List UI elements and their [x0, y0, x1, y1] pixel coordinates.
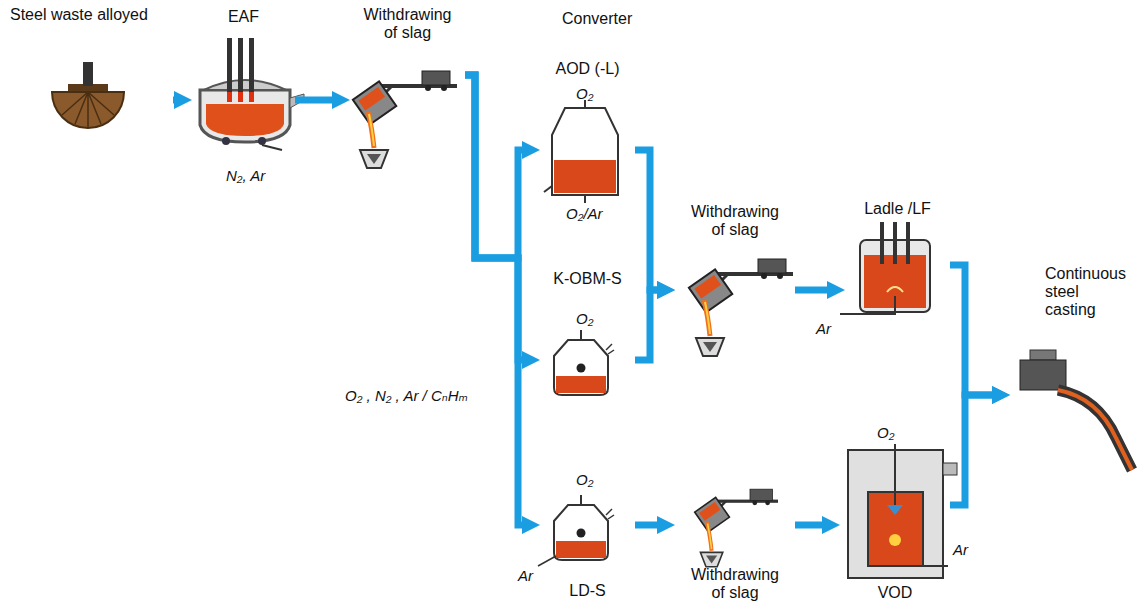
process-station: LD-S — [540, 493, 635, 600]
station-label: Ladle /LF — [864, 200, 931, 218]
station-label: LD-S — [569, 582, 605, 600]
gas-label: O₂/Ar — [566, 206, 603, 223]
process-station: Withdrawing of slag — [675, 203, 795, 348]
process-station: EAF — [192, 8, 295, 153]
process-station: VOD — [840, 445, 950, 602]
process-station: Withdrawing of slag — [675, 478, 795, 602]
station-label: Withdrawing of slag — [685, 566, 785, 602]
flow-arrow — [795, 522, 832, 529]
process-station: Continuous steel casting — [1010, 265, 1139, 475]
gas-label: Ar — [953, 542, 968, 559]
flow-arrow — [295, 97, 342, 104]
station-label: K-OBM-S — [553, 270, 621, 288]
process-station: Withdrawing of slag — [350, 6, 465, 176]
gas-label: O₂ — [576, 86, 593, 103]
gas-label: O₂ — [576, 311, 593, 328]
flow-arrow — [950, 395, 1002, 505]
process-station: Steel waste alloyed — [8, 6, 173, 136]
gas-label: Ar — [518, 568, 533, 585]
flow-arrow — [635, 522, 667, 529]
flow-arrow — [950, 265, 1002, 395]
gas-label: O₂ — [877, 425, 894, 442]
process-station: Ladle /LF — [845, 200, 950, 320]
flow-arrow — [635, 150, 667, 290]
aod-converter — [544, 100, 618, 203]
process-station: AOD (-L) — [540, 60, 635, 205]
scrap-bucket — [52, 62, 124, 128]
station-label: VOD — [878, 584, 913, 602]
flow-arrow — [635, 290, 667, 360]
electric-arc-furnace — [200, 38, 304, 150]
flow-arrow — [465, 75, 532, 525]
station-label: Continuous steel casting — [1045, 265, 1133, 319]
group-heading: Converter — [562, 10, 632, 28]
ladle-furnace — [840, 222, 930, 314]
station-label: EAF — [228, 8, 259, 26]
station-label: AOD (-L) — [556, 60, 620, 78]
process-station: K-OBM-S — [540, 270, 635, 400]
station-label: Withdrawing of slag — [685, 203, 785, 239]
flow-arrow — [795, 287, 837, 294]
gas-label: O₂ , N₂ , Ar / CₙHₘ — [345, 388, 468, 405]
station-label: Withdrawing of slag — [358, 6, 458, 42]
continuous-caster — [1020, 350, 1132, 470]
gas-label: O₂ — [576, 472, 593, 489]
station-label: Steel waste alloyed — [10, 6, 148, 24]
vod-vessel — [848, 444, 957, 578]
gas-label: N₂, Ar — [226, 168, 265, 185]
gas-label: Ar — [816, 321, 831, 338]
flow-arrow — [173, 97, 184, 104]
